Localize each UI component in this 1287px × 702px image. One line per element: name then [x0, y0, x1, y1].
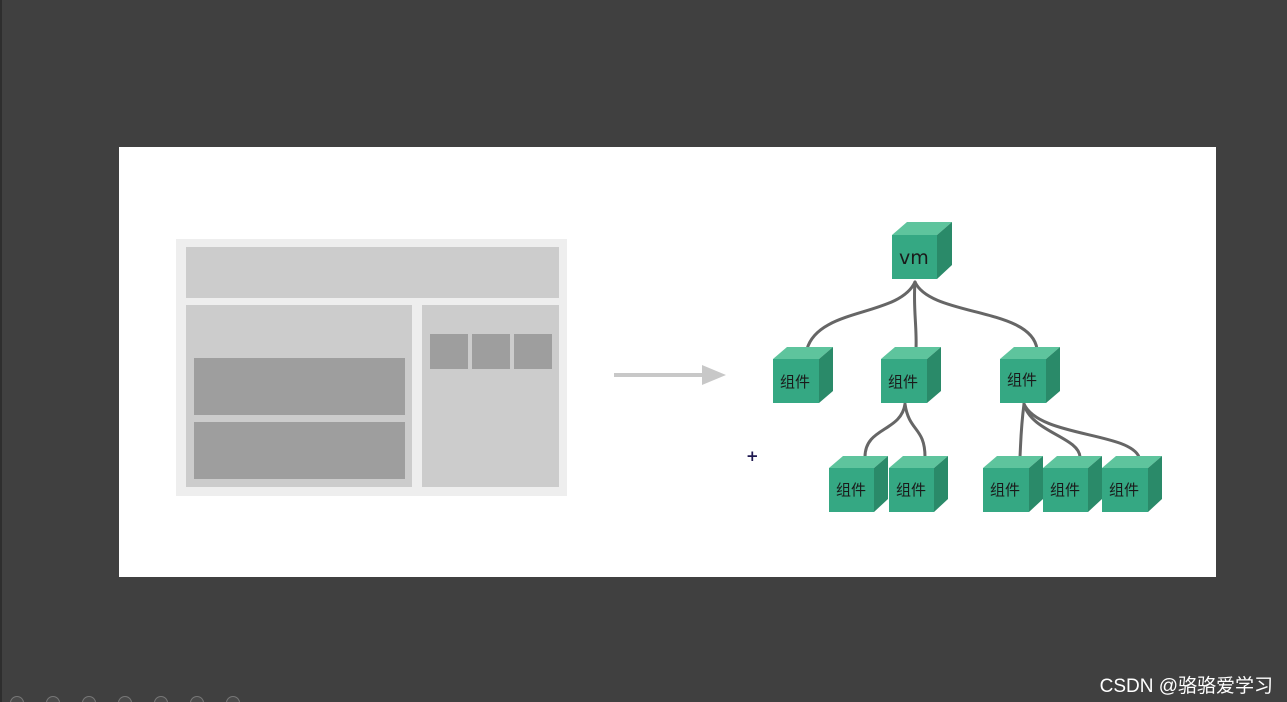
- csdn-watermark: CSDN @骆骆爱学习: [1099, 676, 1273, 697]
- component-cube-3b: 组件: [1043, 456, 1102, 512]
- control-dot[interactable]: [226, 696, 240, 702]
- window-edge: [0, 0, 2, 702]
- component-cube-2a: 组件: [829, 456, 888, 512]
- tree-connectors: [805, 280, 1141, 459]
- component-label: 组件: [780, 373, 810, 391]
- control-dot[interactable]: [46, 696, 60, 702]
- slide-canvas: vm 组件 组件 组件: [176, 222, 1162, 512]
- wireframe-main-block-2: [194, 422, 405, 479]
- wireframe-sidebar-tile-1: [430, 334, 468, 369]
- component-tree: vm 组件 组件 组件: [773, 222, 1162, 512]
- slide: vm 组件 组件 组件: [119, 147, 1216, 577]
- component-cube-3a: 组件: [983, 456, 1043, 512]
- control-dot[interactable]: [118, 696, 132, 702]
- wireframe-sidebar-tile-2: [472, 334, 510, 369]
- control-dot[interactable]: [82, 696, 96, 702]
- component-cube-2b: 组件: [889, 456, 948, 512]
- wireframe-header: [186, 247, 559, 298]
- mouse-cursor-icon: +: [746, 447, 759, 465]
- component-cube-1: 组件: [773, 347, 833, 403]
- wireframe-sidebar-tile-3: [514, 334, 552, 369]
- player-controls[interactable]: [0, 696, 240, 702]
- page-layout-wireframe: [176, 239, 567, 496]
- vm-root-cube: vm: [892, 222, 952, 279]
- right-arrow: [614, 365, 726, 385]
- component-label: 组件: [990, 481, 1020, 499]
- root-label: vm: [899, 247, 929, 269]
- component-label: 组件: [1109, 481, 1139, 499]
- component-cube-3: 组件: [1000, 347, 1060, 403]
- component-label: 组件: [896, 481, 926, 499]
- component-label: 组件: [888, 373, 918, 391]
- wireframe-sidebar: [422, 305, 559, 487]
- component-label: 组件: [836, 481, 866, 499]
- component-label: 组件: [1007, 371, 1037, 389]
- control-dot[interactable]: [154, 696, 168, 702]
- control-dot[interactable]: [10, 696, 24, 702]
- wireframe-main-block-1: [194, 358, 405, 415]
- component-cube-3c: 组件: [1102, 456, 1162, 512]
- control-dot[interactable]: [190, 696, 204, 702]
- component-label: 组件: [1050, 481, 1080, 499]
- component-cube-2: 组件: [881, 347, 941, 403]
